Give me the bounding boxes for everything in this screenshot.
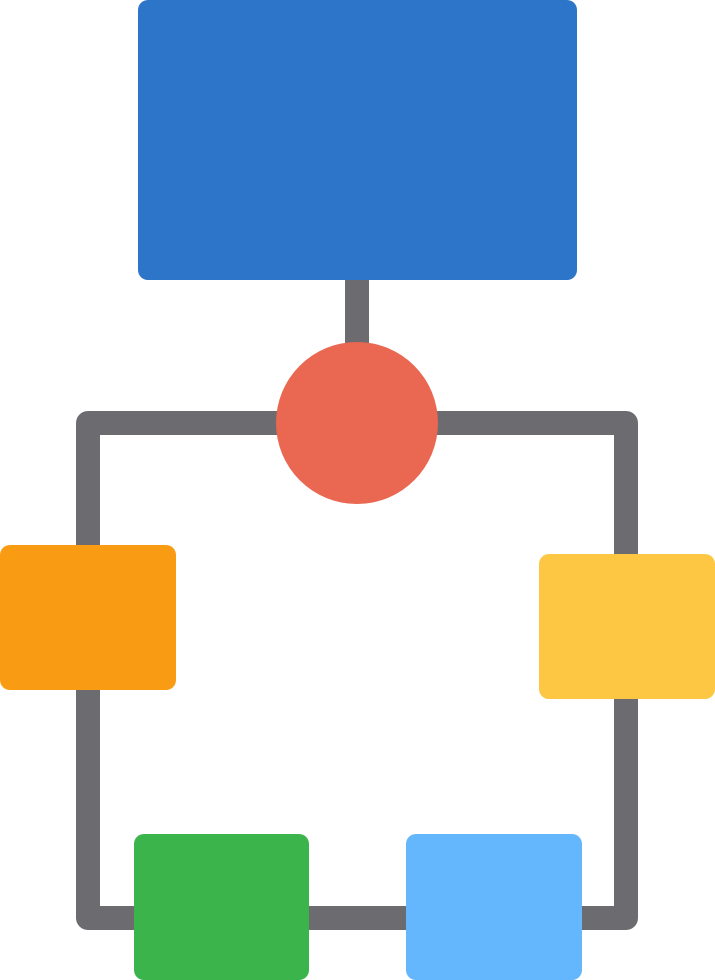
hub-circle <box>276 342 438 504</box>
right-block <box>539 554 715 699</box>
top-block <box>138 0 577 280</box>
bottom-right-block <box>406 834 582 980</box>
left-block <box>0 545 176 690</box>
bottom-left-block <box>134 834 309 980</box>
vertical-connector <box>345 278 369 348</box>
